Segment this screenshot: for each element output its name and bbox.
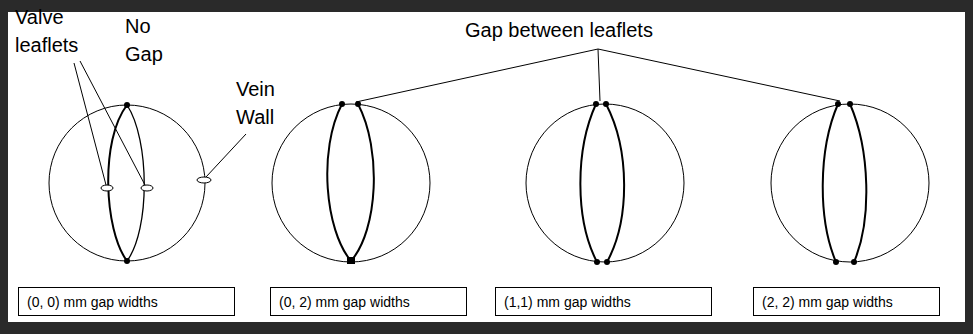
valve-leaflet <box>351 104 374 261</box>
figure-label: No Gap <box>125 12 171 68</box>
leaflet-tip-dot <box>851 259 857 265</box>
leaflet-tip-dot <box>124 102 130 108</box>
label-text: No Gap <box>125 15 163 65</box>
leaflet-joint-square <box>347 257 355 264</box>
leaflet-tip-dot <box>833 259 839 265</box>
pointer-ellipse <box>101 185 113 191</box>
figure-label: Gap between leaflets <box>465 16 745 44</box>
leaflet-tip-dot <box>603 101 609 107</box>
pointer-ellipse <box>197 177 211 183</box>
valve-leaflet <box>823 104 838 262</box>
figure-label: Valve leaflets <box>15 3 95 59</box>
leaflet-tip-dot <box>604 259 610 265</box>
valve-leaflet <box>580 104 597 262</box>
vein-circle <box>526 104 684 262</box>
caption-text: (0, 2) mm gap widths <box>271 294 418 310</box>
valve-leaflet <box>127 105 144 261</box>
label-text: Gap between leaflets <box>465 19 653 41</box>
leaflet-tip-dot <box>124 258 130 264</box>
leader-line <box>74 63 106 185</box>
caption-text: (1,1) mm gap widths <box>496 294 639 310</box>
leader-line <box>356 49 598 102</box>
vein-circle <box>272 104 430 262</box>
label-text: Vein Wall <box>236 78 275 128</box>
leaflet-tip-dot <box>594 259 600 265</box>
valve-leaflet <box>606 104 624 262</box>
caption-box: (0, 2) mm gap widths <box>270 287 467 316</box>
valve-leaflet <box>327 104 351 261</box>
valve-leaflet <box>850 104 866 262</box>
caption-text: (2, 2) mm gap widths <box>754 294 901 310</box>
caption-box: (0, 0) mm gap widths <box>18 287 235 316</box>
pointer-ellipse <box>141 185 153 191</box>
leaflet-tip-dot <box>593 101 599 107</box>
leaflet-tip-dot <box>847 101 853 107</box>
figure-label: Vein Wall <box>236 75 292 131</box>
vein-circle <box>49 105 205 261</box>
leader-line <box>598 49 840 101</box>
valve-leaflet <box>108 105 127 261</box>
caption-text: (0, 0) mm gap widths <box>19 294 166 310</box>
leader-line <box>80 61 145 185</box>
vein-circle <box>771 104 929 262</box>
leaflet-tip-dot <box>835 101 841 107</box>
leader-line <box>598 49 600 101</box>
caption-box: (1,1) mm gap widths <box>495 287 712 316</box>
leaflet-tip-dot <box>339 101 345 107</box>
leader-line <box>206 134 246 177</box>
white-panel <box>8 12 965 322</box>
caption-box: (2, 2) mm gap widths <box>753 287 940 316</box>
label-text: Valve leaflets <box>15 6 78 56</box>
